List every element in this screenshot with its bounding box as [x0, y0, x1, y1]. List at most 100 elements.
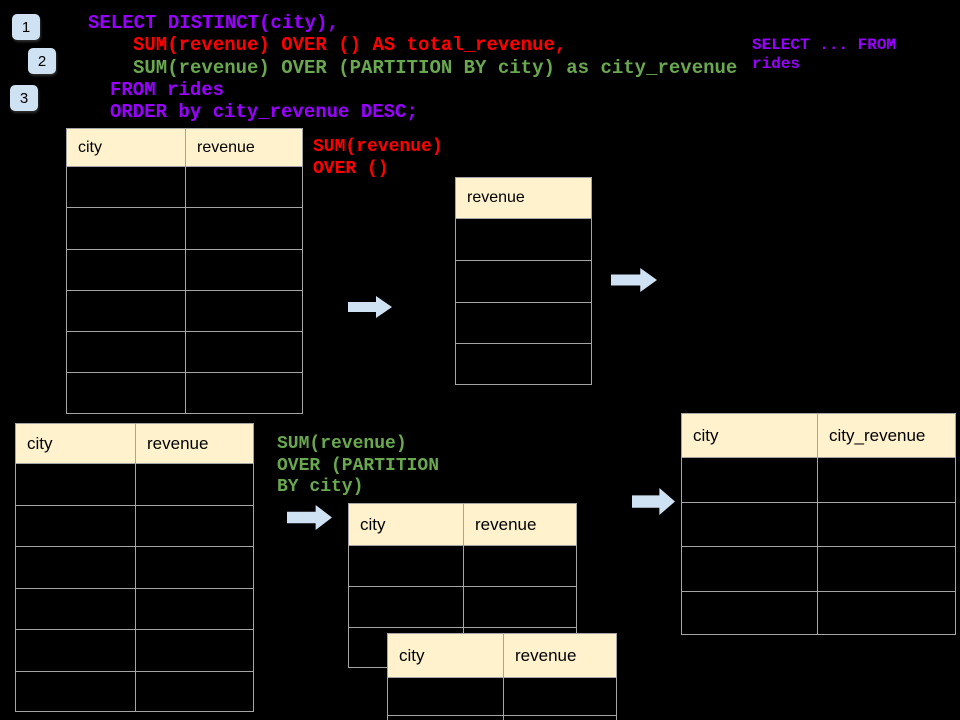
table-cell-empty — [136, 630, 253, 671]
table-header-row: city revenue — [349, 504, 576, 546]
table-total-result: revenue — [455, 177, 592, 385]
step-badge-label: 1 — [21, 18, 31, 36]
table-cell-empty — [682, 458, 818, 502]
table-cell-empty — [67, 332, 186, 373]
table-row — [682, 547, 955, 592]
column-header-revenue: revenue — [467, 189, 525, 206]
side-note-line: SELECT ... FROM — [752, 36, 897, 54]
column-header-city-revenue: city_revenue — [829, 425, 926, 445]
table-row — [388, 678, 616, 716]
table-row — [456, 219, 591, 261]
table-cell-empty — [16, 505, 136, 546]
table-body — [16, 464, 253, 712]
table-cell-empty — [504, 678, 616, 715]
table-cell-empty — [136, 672, 253, 712]
annotation-line: OVER (PARTITION — [277, 455, 440, 476]
table-cell-empty — [67, 373, 186, 413]
table-header-row: revenue — [456, 178, 591, 219]
table-cell-empty — [136, 547, 253, 588]
annotation-line: OVER () — [313, 158, 389, 179]
table-cell-empty — [186, 167, 302, 207]
arrow-right-icon — [632, 488, 675, 515]
table-cell-empty — [186, 332, 302, 372]
table-cell-empty — [186, 373, 302, 413]
table-row — [16, 588, 253, 630]
table-row — [16, 547, 253, 589]
table-body — [388, 678, 616, 720]
table-partition-b: city revenue — [387, 633, 617, 720]
table-row — [67, 249, 302, 291]
sql-line-partition: SUM(revenue) OVER (PARTITION BY city) as… — [133, 56, 738, 79]
table-header-row: city revenue — [67, 129, 302, 167]
step-badge-1: 1 — [12, 14, 40, 40]
column-header-revenue: revenue — [475, 514, 537, 534]
table-cell-empty — [186, 291, 302, 331]
table-header-row: city city_revenue — [682, 414, 955, 458]
column-header-city: city — [67, 129, 186, 166]
table-cell-empty — [818, 592, 955, 635]
sql-line-total: SUM(revenue) OVER () AS total_revenue, — [133, 34, 567, 57]
annotation-total-revenue: SUM(revenue) OVER () — [313, 137, 443, 180]
column-header-city: city — [682, 414, 818, 457]
table-row — [388, 716, 616, 720]
table-cell-empty — [16, 464, 136, 505]
step-badge-label: 3 — [19, 89, 29, 107]
sql-code-block: SELECT DISTINCT(city), SUM(revenue) OVER… — [0, 12, 737, 123]
table-body — [67, 167, 302, 413]
table-cell-empty — [504, 716, 616, 720]
table-cell-empty — [682, 591, 818, 634]
column-header-revenue: revenue — [515, 645, 577, 665]
table-row — [67, 167, 302, 209]
table-cell-empty — [67, 249, 186, 290]
column-header-city: city — [349, 504, 464, 545]
table-row — [682, 458, 955, 503]
column-header-revenue: revenue — [147, 433, 209, 453]
table-row — [349, 587, 576, 628]
table-cell-empty — [818, 547, 955, 591]
table-cell-empty — [349, 587, 464, 627]
table-row — [456, 344, 591, 384]
table-row — [67, 373, 302, 413]
table-cell-empty — [67, 290, 186, 332]
table-row — [16, 630, 253, 672]
table-cell-empty — [456, 303, 591, 344]
annotation-line: SUM(revenue) — [313, 137, 443, 157]
table-cell-empty — [67, 167, 186, 208]
table-cell-empty — [186, 208, 302, 248]
annotation-line: BY city) — [277, 477, 364, 497]
table-cell-empty — [67, 208, 186, 249]
table-output: city city_revenue — [681, 413, 956, 635]
column-header-city: city — [388, 634, 504, 677]
side-note-select-from: SELECT ... FROM rides — [752, 36, 896, 74]
table-row — [67, 332, 302, 374]
table-cell-empty — [136, 506, 253, 547]
table-row — [682, 502, 955, 547]
sql-line-select: SELECT DISTINCT(city), — [88, 12, 339, 34]
table-cell-empty — [388, 716, 504, 720]
table-row — [67, 208, 302, 250]
side-note-line: rides — [752, 55, 801, 73]
sql-line-from: FROM rides — [110, 78, 225, 101]
column-header-revenue: revenue — [197, 138, 255, 156]
arrow-right-icon — [287, 505, 332, 530]
table-row — [682, 591, 955, 635]
table-cell-empty — [464, 546, 576, 586]
table-header-row: city revenue — [16, 424, 253, 464]
arrow-right-icon — [348, 296, 392, 318]
table-cell-empty — [16, 671, 136, 711]
column-header-city: city — [16, 424, 136, 463]
arrow-right-icon — [611, 268, 657, 292]
table-cell-empty — [16, 588, 136, 629]
table-cell-empty — [818, 503, 955, 547]
step-badge-2: 2 — [28, 48, 56, 74]
table-cell-empty — [456, 219, 591, 260]
table-cell-empty — [388, 678, 504, 715]
table-cell-empty — [456, 344, 591, 384]
table-cell-empty — [136, 589, 253, 630]
table-cell-empty — [456, 261, 591, 302]
table-row — [67, 290, 302, 333]
table-cell-empty — [682, 547, 818, 591]
table-cell-empty — [16, 630, 136, 671]
annotation-partition: SUM(revenue) OVER (PARTITION BY city) — [277, 434, 439, 499]
